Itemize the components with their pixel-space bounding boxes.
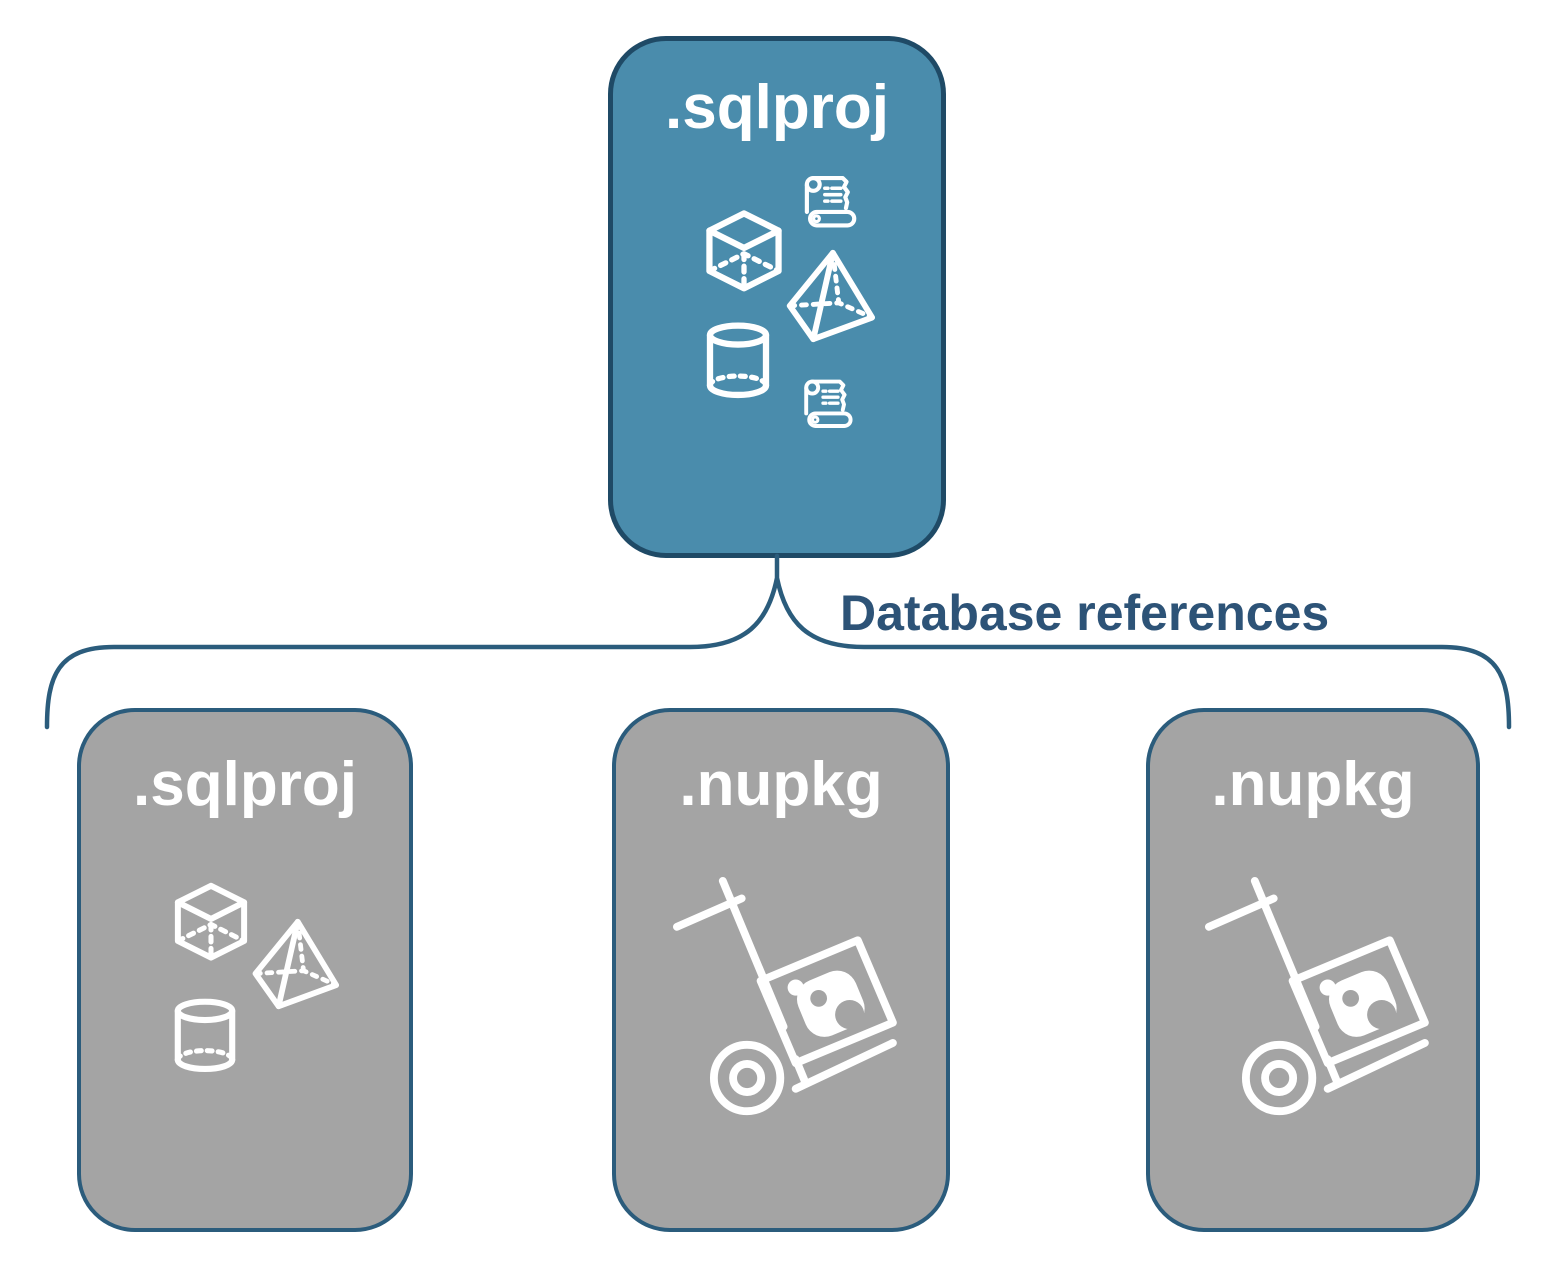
hand-truck-package-icon [658,862,928,1132]
scroll-icon [796,375,856,435]
child-node-nupkg-1: .nupkg [612,708,950,1232]
child-node-sqlproj: .sqlproj [77,708,413,1232]
cylinder-icon [171,995,239,1077]
root-node-label: .sqlproj [665,73,889,142]
connector-label: Database references [840,585,1330,641]
pyramid-icon [239,916,345,1012]
child-node-nupkg-2: .nupkg [1146,708,1480,1232]
child-node-label: .nupkg [1211,750,1415,819]
child-node-label: .sqlproj [133,750,357,819]
hand-truck-package-icon [1190,862,1460,1132]
pyramid-icon [773,247,881,345]
scroll-icon [796,171,860,235]
cylinder-icon [703,319,773,403]
child-node-label: .nupkg [679,750,883,819]
root-node-sqlproj: .sqlproj [608,36,946,558]
